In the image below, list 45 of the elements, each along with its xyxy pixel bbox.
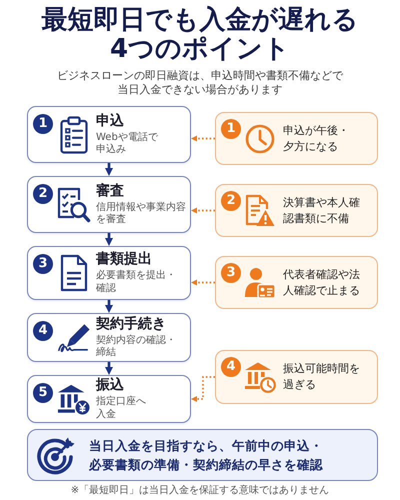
point-number-badge: 3 xyxy=(221,263,241,283)
step-card xyxy=(27,375,191,423)
warning-text: 申込が午後・夕方になる xyxy=(283,122,350,154)
warning-text: 振込可能時間を過ぎる xyxy=(283,361,361,393)
arrow xyxy=(105,233,113,246)
step-description: 契約内容の確認・締結 xyxy=(96,334,177,360)
subtitle: ビジネスローンの即日融資は、申込時間や書類不備などで当日入金できない場合があります xyxy=(56,69,344,97)
tip-text: 当日入金を目指すなら、午前中の申込・必要書類の準備・契約締結の早さを確認 xyxy=(89,437,324,474)
warning-card xyxy=(215,256,378,309)
arrow xyxy=(105,163,113,176)
step-title: 審査 xyxy=(96,182,124,200)
dotted-arrow xyxy=(191,136,215,142)
step-title: 申込 xyxy=(96,112,124,130)
step-title: 振込 xyxy=(96,377,124,394)
step-number-badge: 4 xyxy=(33,321,53,341)
warning-text: 決算書や本人確認書類に不備 xyxy=(283,194,361,226)
footnote: ※「最短即日」は当日入金を保証する意味ではありません xyxy=(70,485,330,497)
step-card xyxy=(27,176,191,233)
step-description: 信用情報や事業内容を審査 xyxy=(96,202,187,226)
arrow xyxy=(105,300,113,313)
warning-card xyxy=(215,184,378,237)
warning-card xyxy=(215,112,378,165)
step-description: 指定口座へ入金 xyxy=(96,396,147,421)
tip-panel xyxy=(27,429,378,481)
warning-card xyxy=(215,350,378,404)
step-description: Webや電話で申込み xyxy=(96,132,159,156)
step-number-badge: 1 xyxy=(33,114,53,134)
title: 最短即日でも入金が遅れる4つのポイント xyxy=(40,6,360,64)
arrow xyxy=(105,362,113,375)
point-number-badge: 4 xyxy=(221,357,241,377)
step-card xyxy=(27,313,191,362)
step-description: 必要書類を提出・確認 xyxy=(96,270,177,295)
dotted-arrow xyxy=(191,208,215,214)
step-title: 書類提出 xyxy=(96,251,152,268)
step-title: 契約手続き xyxy=(96,316,166,332)
point-number-badge: 2 xyxy=(221,191,241,211)
warning-text: 代表者確認や法人確認で止まる xyxy=(283,266,361,298)
step-number-badge: 5 xyxy=(33,383,53,403)
step-card xyxy=(27,106,191,163)
dotted-arrow xyxy=(191,376,215,402)
dotted-arrow xyxy=(191,280,215,286)
step-card xyxy=(27,246,191,300)
step-number-badge: 2 xyxy=(33,184,53,204)
point-number-badge: 1 xyxy=(221,119,241,139)
step-number-badge: 3 xyxy=(33,254,53,274)
